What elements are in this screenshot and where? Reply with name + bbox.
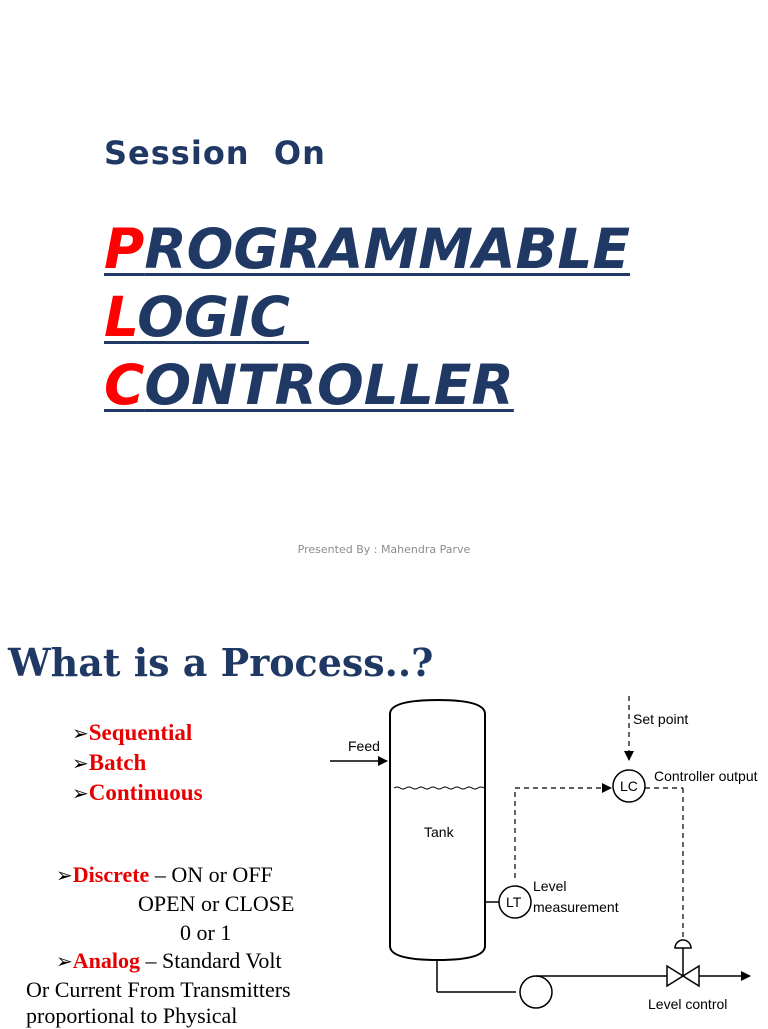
discrete-label: Discrete: [72, 862, 150, 887]
analog-label: Analog: [72, 948, 141, 973]
slide-title: What is a Process..?: [8, 640, 434, 685]
arrow-bullet-icon: ➢: [72, 783, 89, 805]
arrow-bullet-icon: ➢: [72, 753, 89, 775]
discrete-zero-one: 0 or 1: [180, 920, 232, 945]
level-control-label: Level control: [648, 996, 727, 1012]
title-rest-controller: ONTROLLER: [144, 353, 514, 417]
lc-label: LC: [620, 778, 638, 794]
controller-output-label: Controller output: [654, 768, 758, 784]
liquid-level: [393, 786, 485, 790]
arrow-bullet-icon: ➢: [72, 723, 89, 745]
arrow-bullet-icon: ➢: [56, 865, 73, 887]
lt-circle: [498, 885, 532, 919]
measurement-label: measurement: [533, 899, 619, 915]
level-label: Level: [533, 878, 566, 894]
valve-actuator-icon: [674, 939, 692, 949]
title-initial-p: P: [104, 217, 145, 281]
discrete-text: – ON or OFF: [149, 862, 273, 887]
lt-label: LT: [506, 894, 522, 910]
type-item-continuous: ➢Continuous: [72, 780, 203, 806]
tank-vessel: [389, 698, 486, 962]
title-slide: Session On PROGRAMMABLE LOGIC CONTROLLER…: [104, 134, 631, 556]
set-point-label: Set point: [633, 711, 688, 727]
level-control-diagram: Tank Feed Set point LC Controller output…: [330, 696, 758, 1012]
tank-label: Tank: [424, 824, 455, 840]
type-label: Sequential: [88, 720, 193, 745]
lc-circle: [612, 769, 646, 803]
session-heading: Session On: [104, 134, 326, 172]
discrete-open-close: OPEN or CLOSE: [138, 891, 295, 916]
analog-line-2: Or Current From Transmitters: [26, 977, 291, 1002]
type-item-batch: ➢Batch: [72, 750, 146, 776]
title-line-logic: LOGIC: [104, 286, 309, 348]
title-initial-l: L: [104, 285, 138, 349]
title-rest-programmable: ROGRAMMABLE: [144, 217, 631, 281]
arrow-bullet-icon: ➢: [56, 951, 73, 973]
presented-by: Presented By : Mahendra Parve: [297, 543, 471, 556]
pump-icon: [519, 975, 553, 1009]
type-label: Batch: [88, 750, 147, 775]
title-line-programmable: PROGRAMMABLE: [104, 218, 630, 280]
feed-label: Feed: [348, 738, 380, 754]
type-item-sequential: ➢Sequential: [72, 720, 192, 746]
type-label: Continuous: [88, 780, 203, 805]
title-rest-logic: OGIC: [137, 285, 309, 349]
process-slide: What is a Process..? ➢Sequential ➢Batch …: [0, 594, 768, 1028]
title-initial-c: C: [104, 353, 145, 417]
analog-line: ➢Analog – Standard Volt: [56, 948, 282, 974]
title-line-controller: CONTROLLER: [104, 354, 514, 416]
analog-text: – Standard Volt: [140, 948, 282, 973]
analog-line-3: proportional to Physical: [26, 1003, 238, 1028]
discrete-line: ➢Discrete – ON or OFF: [56, 862, 273, 888]
